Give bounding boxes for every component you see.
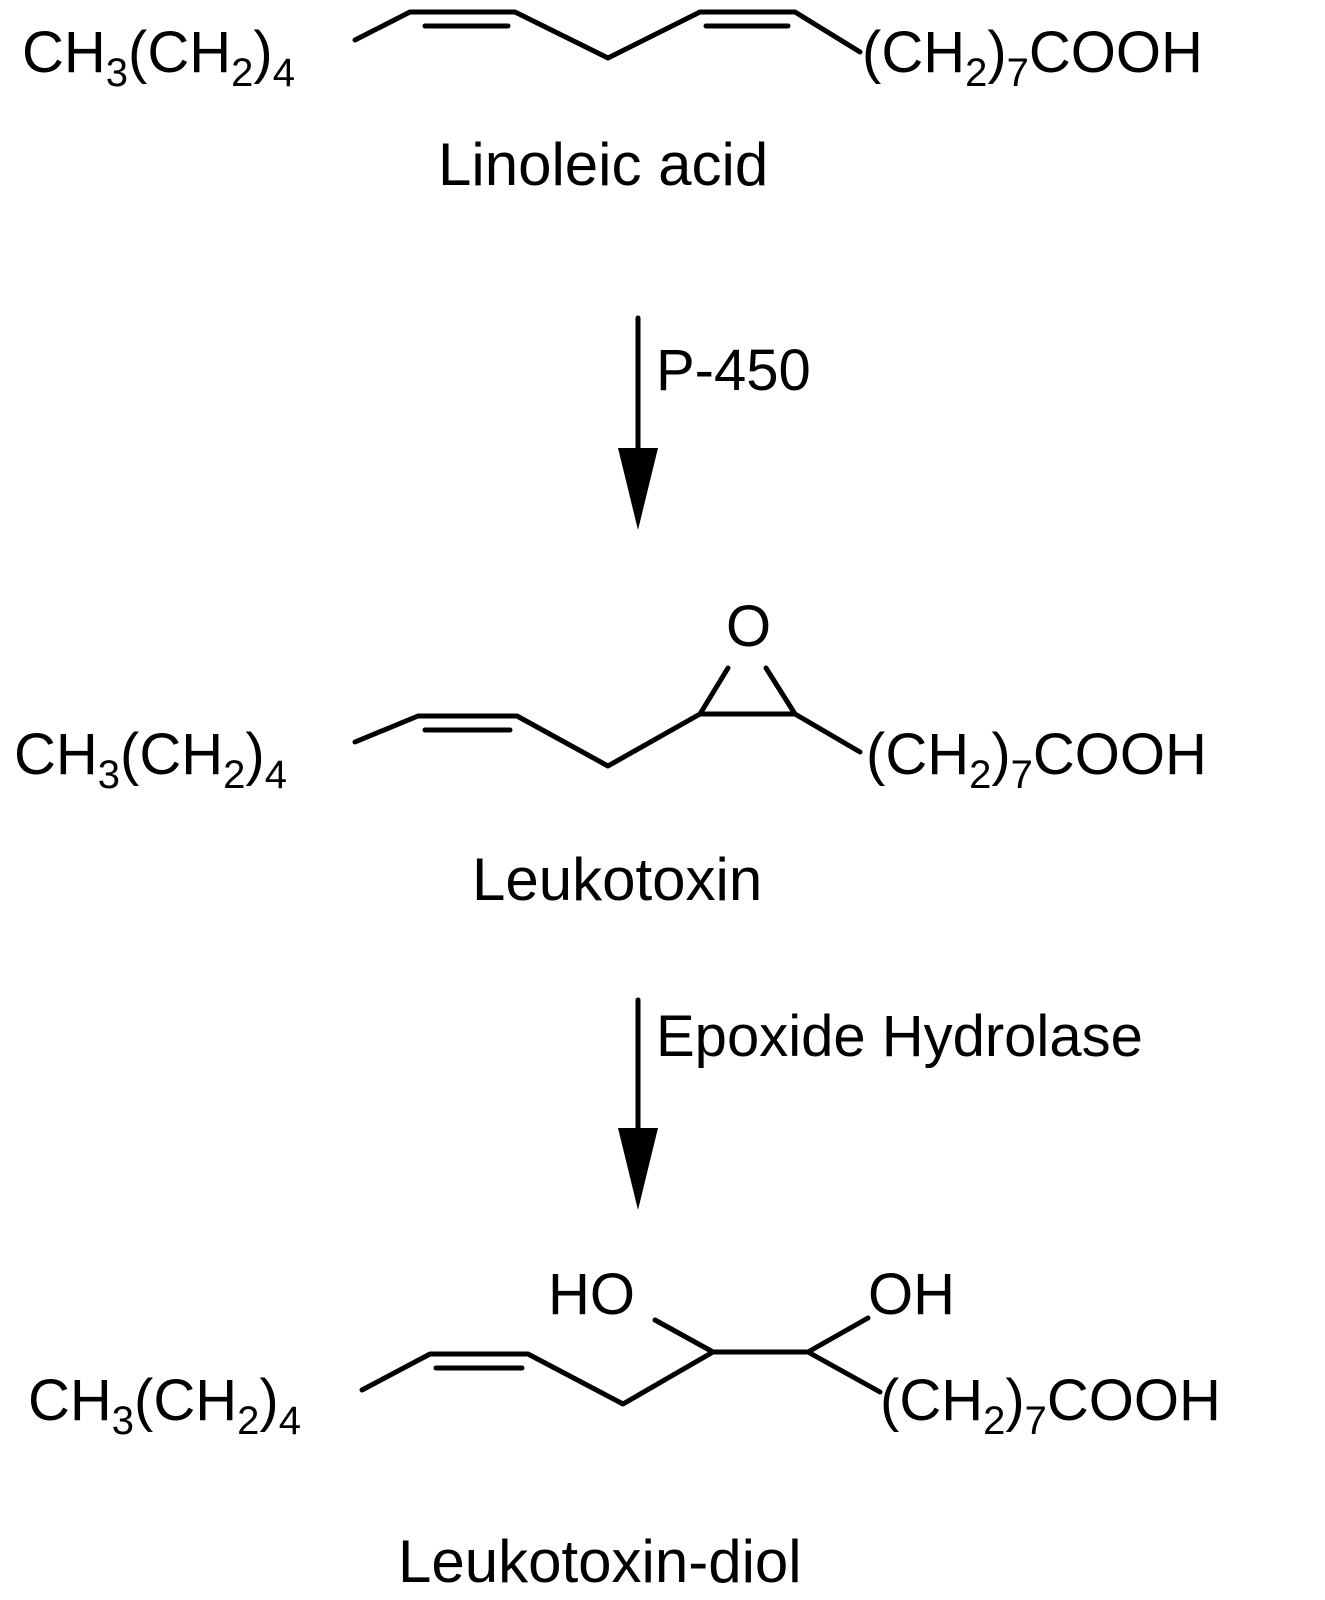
epoxide-oxygen-label: O [726, 594, 772, 659]
hydroxyl-label-oh: OH [868, 1262, 955, 1327]
linoleic-left-group: CH3(CH2)4 [22, 20, 295, 95]
diol-left-group: CH3(CH2)4 [28, 1368, 301, 1443]
epoxide-bond-right [763, 665, 798, 717]
epoxide-bond-left [697, 665, 731, 717]
hydroxyl-label-ho: HO [548, 1262, 635, 1327]
compound-name-leukotoxin-diol: Leukotoxin-diol [398, 1528, 802, 1595]
compound-name-linoleic-acid: Linoleic acid [438, 131, 769, 198]
diol-ho-bond [652, 1317, 716, 1355]
compound-name-leukotoxin: Leukotoxin [472, 846, 763, 913]
leukotoxin-left-group: CH3(CH2)4 [14, 722, 287, 797]
diol-oh-bond [805, 1315, 871, 1355]
linoleic-right-group: (CH2)7COOH [862, 20, 1203, 95]
leukotoxin-right-group: (CH2)7COOH [866, 722, 1207, 797]
diol-right-group: (CH2)7COOH [880, 1368, 1221, 1443]
arrow-2-head [618, 1128, 658, 1210]
arrow-1-head [618, 448, 658, 530]
enzyme-label-epoxide-hydrolase: Epoxide Hydrolase [656, 1004, 1143, 1069]
diol-chain-bonds [359, 1349, 883, 1407]
linoleic-chain-bonds [352, 9, 863, 61]
leukotoxin-chain-bonds [352, 711, 863, 769]
enzyme-label-p450: P-450 [656, 338, 811, 403]
